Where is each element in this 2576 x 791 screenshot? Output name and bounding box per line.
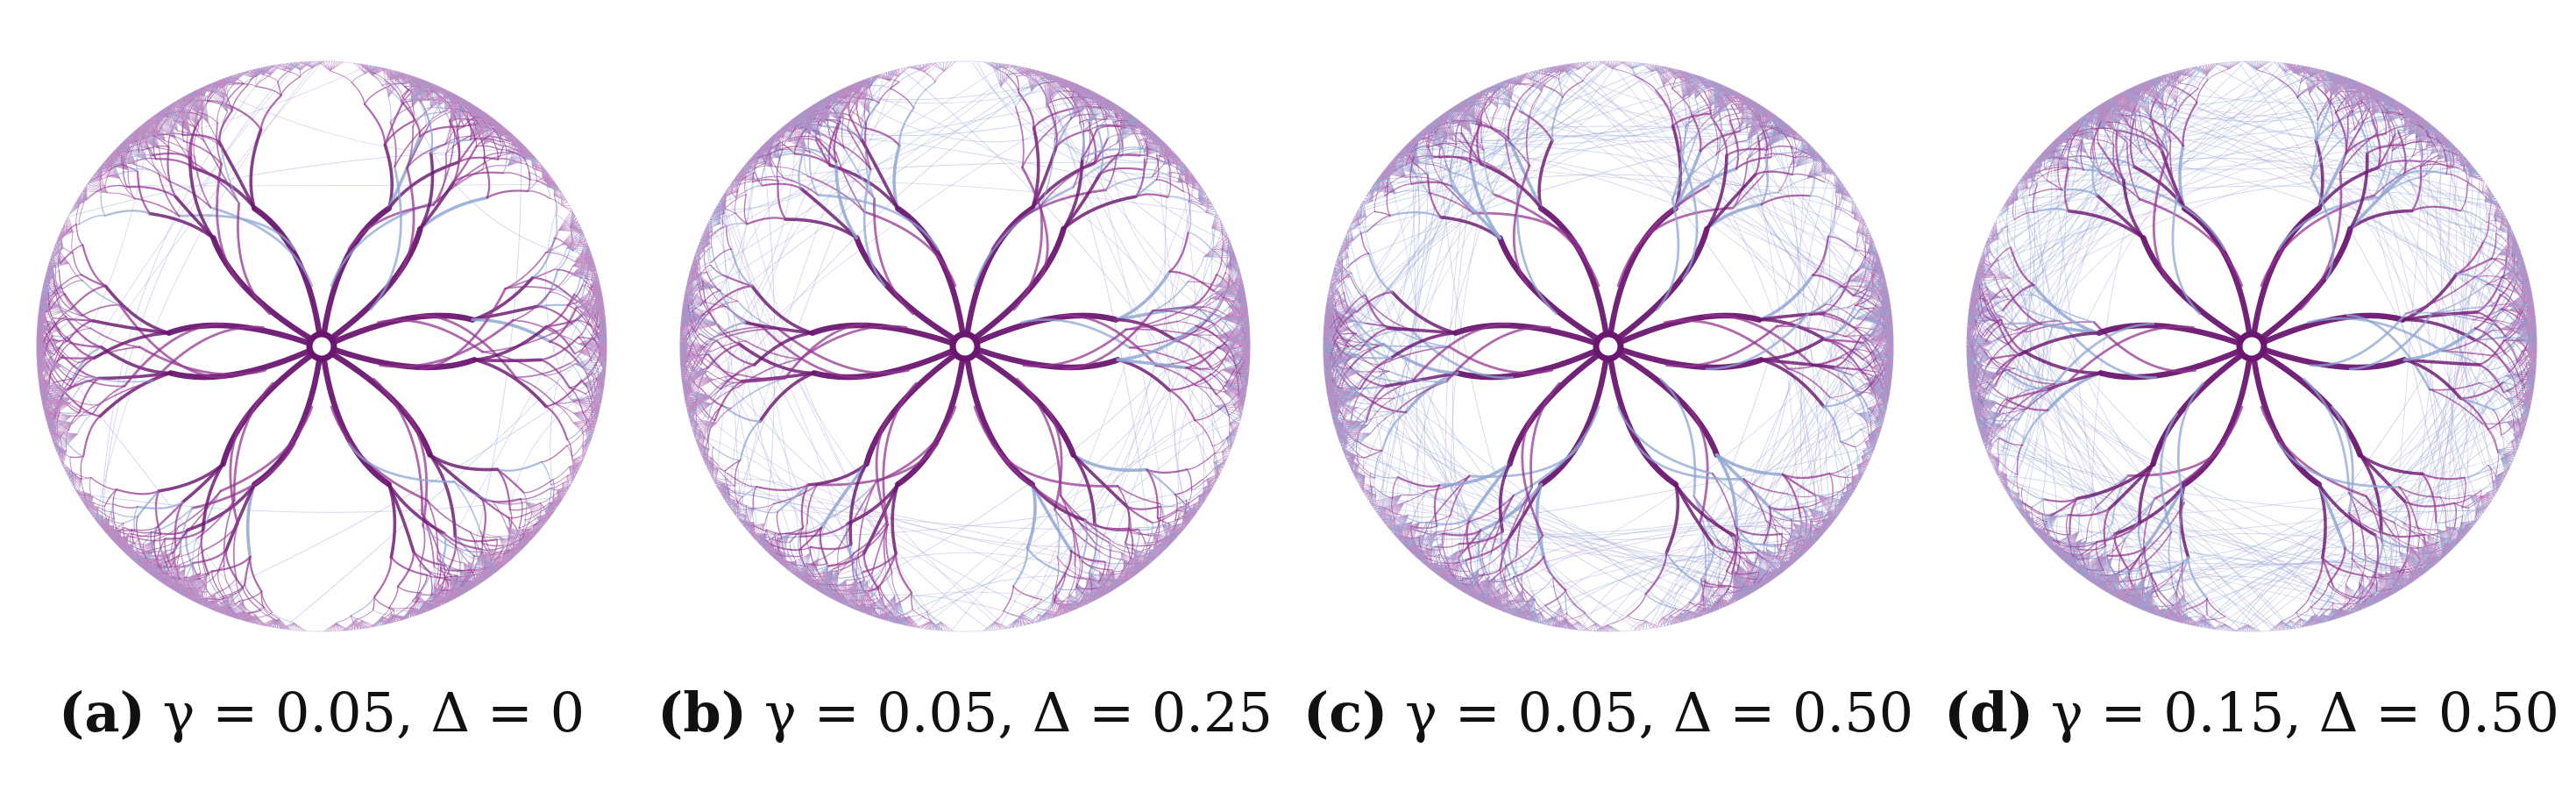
bundled-edge-diagram-c bbox=[1323, 61, 1894, 632]
caption-params: γ = 0.05, Δ = 0.25 bbox=[764, 681, 1273, 745]
panel-a: (a) γ = 0.05, Δ = 0 bbox=[0, 0, 643, 791]
caption-label: (d) bbox=[1944, 681, 2033, 745]
panel-c: (c) γ = 0.05, Δ = 0.50 bbox=[1287, 0, 1930, 791]
caption-params: γ = 0.05, Δ = 0.50 bbox=[1405, 681, 1913, 745]
bundled-edge-diagram-b bbox=[679, 61, 1251, 632]
caption-a: (a) γ = 0.05, Δ = 0 bbox=[0, 686, 643, 740]
caption-params: γ = 0.05, Δ = 0 bbox=[163, 681, 585, 745]
panel-d: (d) γ = 0.15, Δ = 0.50 bbox=[1930, 0, 2573, 791]
caption-label: (c) bbox=[1303, 681, 1387, 745]
caption-params: γ = 0.15, Δ = 0.50 bbox=[2051, 681, 2559, 745]
caption-d: (d) γ = 0.15, Δ = 0.50 bbox=[1930, 686, 2573, 740]
bundled-edge-diagram-a bbox=[36, 61, 607, 632]
caption-b: (b) γ = 0.05, Δ = 0.25 bbox=[643, 686, 1287, 740]
bundled-edge-diagram-d bbox=[1966, 61, 2537, 632]
caption-label: (a) bbox=[59, 681, 145, 745]
panel-b: (b) γ = 0.05, Δ = 0.25 bbox=[643, 0, 1287, 791]
caption-label: (b) bbox=[657, 681, 747, 745]
caption-c: (c) γ = 0.05, Δ = 0.50 bbox=[1287, 686, 1930, 740]
